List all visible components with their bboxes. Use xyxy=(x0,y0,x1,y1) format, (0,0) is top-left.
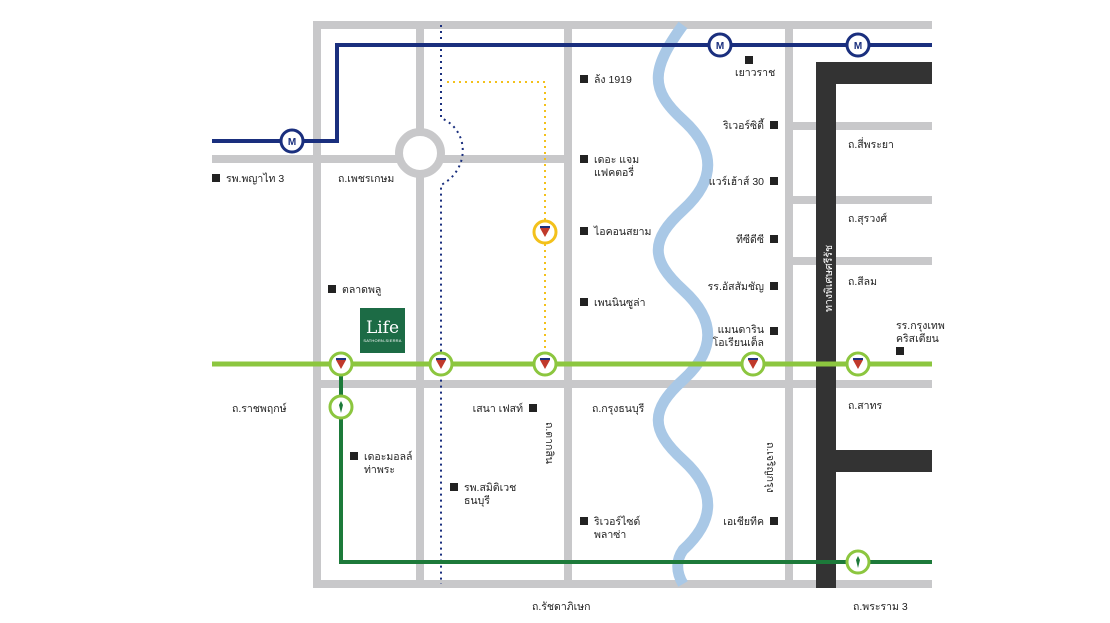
poi-marker xyxy=(212,174,220,183)
road-label-taksin: ถ.ตากสิน xyxy=(543,422,555,464)
place-the-mall-tha-phra: เดอะมอลล์ ท่าพระ xyxy=(350,451,412,477)
road-label-sathon: ถ.สาทร xyxy=(848,400,883,412)
place-river-city: ริเวอร์ซิตี้ xyxy=(723,120,778,133)
bts-station-icon[interactable] xyxy=(328,351,354,377)
road-label-ratchadaphisek: ถ.รัชดาภิเษก xyxy=(532,601,591,613)
gold-line-station-icon[interactable] xyxy=(532,219,558,245)
roundabout xyxy=(395,128,445,178)
place-mandarin-oriental: แมนดาริน โอเรียนเต็ล xyxy=(713,324,778,350)
place-iconsiam: ไอคอนสยาม xyxy=(580,226,651,239)
poi-marker xyxy=(770,282,778,291)
road-label-si-phraya: ถ.สี่พระยา xyxy=(848,139,894,151)
place-bangkok-christian: รร.กรุงเทพ คริสเตียน xyxy=(896,320,945,345)
poi-marker xyxy=(770,177,778,186)
place-peninsula: เพนนินซูล่า xyxy=(580,297,646,310)
bts-station-icon[interactable] xyxy=(532,351,558,377)
road-label-surawong: ถ.สุรวงศ์ xyxy=(848,213,888,225)
poi-marker xyxy=(770,235,778,244)
poi-marker xyxy=(529,404,537,413)
purple-line-dotted xyxy=(440,25,464,584)
bts-station-icon[interactable] xyxy=(740,351,766,377)
place-asiatique: เอเชียทีค xyxy=(723,516,778,529)
poi-marker xyxy=(580,75,588,84)
poi-marker xyxy=(770,121,778,130)
place-phyathai3: รพ.พญาไท 3 xyxy=(212,173,284,186)
road-label-silom: ถ.สีลม xyxy=(848,276,878,288)
poi-marker xyxy=(580,298,588,307)
poi-marker xyxy=(770,327,778,335)
poi-marker xyxy=(580,517,588,526)
mrt-blue-line xyxy=(212,43,932,143)
place-the-jam-factory: เดอะ แจม แฟคตอรี่ xyxy=(580,154,639,180)
road-label-expressway: ทางพิเศษศรีรัช xyxy=(823,244,835,312)
place-lhong1919: ล้ง 1919 xyxy=(580,74,632,87)
road-label-ratchaphruek: ถ.ราชพฤกษ์ xyxy=(232,403,287,415)
place-samitivej-thonburi: รพ.สมิติเวช ธนบุรี xyxy=(450,482,516,508)
chao-phraya-river xyxy=(652,21,714,587)
poi-marker xyxy=(770,517,778,526)
road-label-charoen-krung: ถ.เจริญกรุง xyxy=(764,442,776,493)
place-yaowarat: เยาวราช xyxy=(735,56,775,80)
poi-marker xyxy=(350,452,358,461)
place-talat-phlu: ตลาดพลู xyxy=(328,284,381,297)
poi-marker xyxy=(450,483,458,492)
road-label-phetkasem: ถ.เพชรเกษม xyxy=(338,173,395,185)
mrt-station-icon[interactable]: M xyxy=(845,32,871,58)
place-assumption: รร.อัสสัมชัญ xyxy=(708,281,778,294)
poi-marker xyxy=(745,56,753,64)
gold-line-dotted xyxy=(447,81,546,232)
svg-text:M: M xyxy=(288,137,296,148)
life-logo-subtext: SATHORN-SIERRA xyxy=(363,338,402,343)
bts-dark-green-station-icon[interactable] xyxy=(328,394,354,420)
poi-marker xyxy=(328,285,336,294)
poi-marker xyxy=(580,227,588,236)
life-logo-text: Life xyxy=(365,318,400,338)
svg-text:M: M xyxy=(716,41,724,52)
place-sena-fest: เสนา เฟสท์ xyxy=(473,403,537,416)
expressway xyxy=(816,62,932,588)
place-tcdc: ทีซีดีซี xyxy=(736,234,778,247)
bts-station-icon[interactable] xyxy=(428,351,454,377)
road-network xyxy=(212,21,932,588)
mrt-station-icon[interactable]: M xyxy=(707,32,733,58)
place-warehouse30: แวร์เฮ้าส์ 30 xyxy=(709,176,778,189)
road-label-krung-thonburi: ถ.กรุงธนบุรี xyxy=(592,403,645,415)
place-riverside-plaza: ริเวอร์ไซด์ พลาซ่า xyxy=(580,516,640,542)
road-label-rama3: ถ.พระราม 3 xyxy=(853,601,908,613)
bts-station-icon[interactable] xyxy=(845,351,871,377)
bts-dark-green-station-icon[interactable] xyxy=(845,549,871,575)
poi-marker xyxy=(580,155,588,164)
poi-marker xyxy=(896,347,904,355)
life-logo[interactable]: Life SATHORN-SIERRA xyxy=(360,308,405,353)
svg-text:M: M xyxy=(854,41,862,52)
bts-dark-green-line xyxy=(339,364,932,564)
mrt-station-icon[interactable]: M xyxy=(279,128,305,154)
